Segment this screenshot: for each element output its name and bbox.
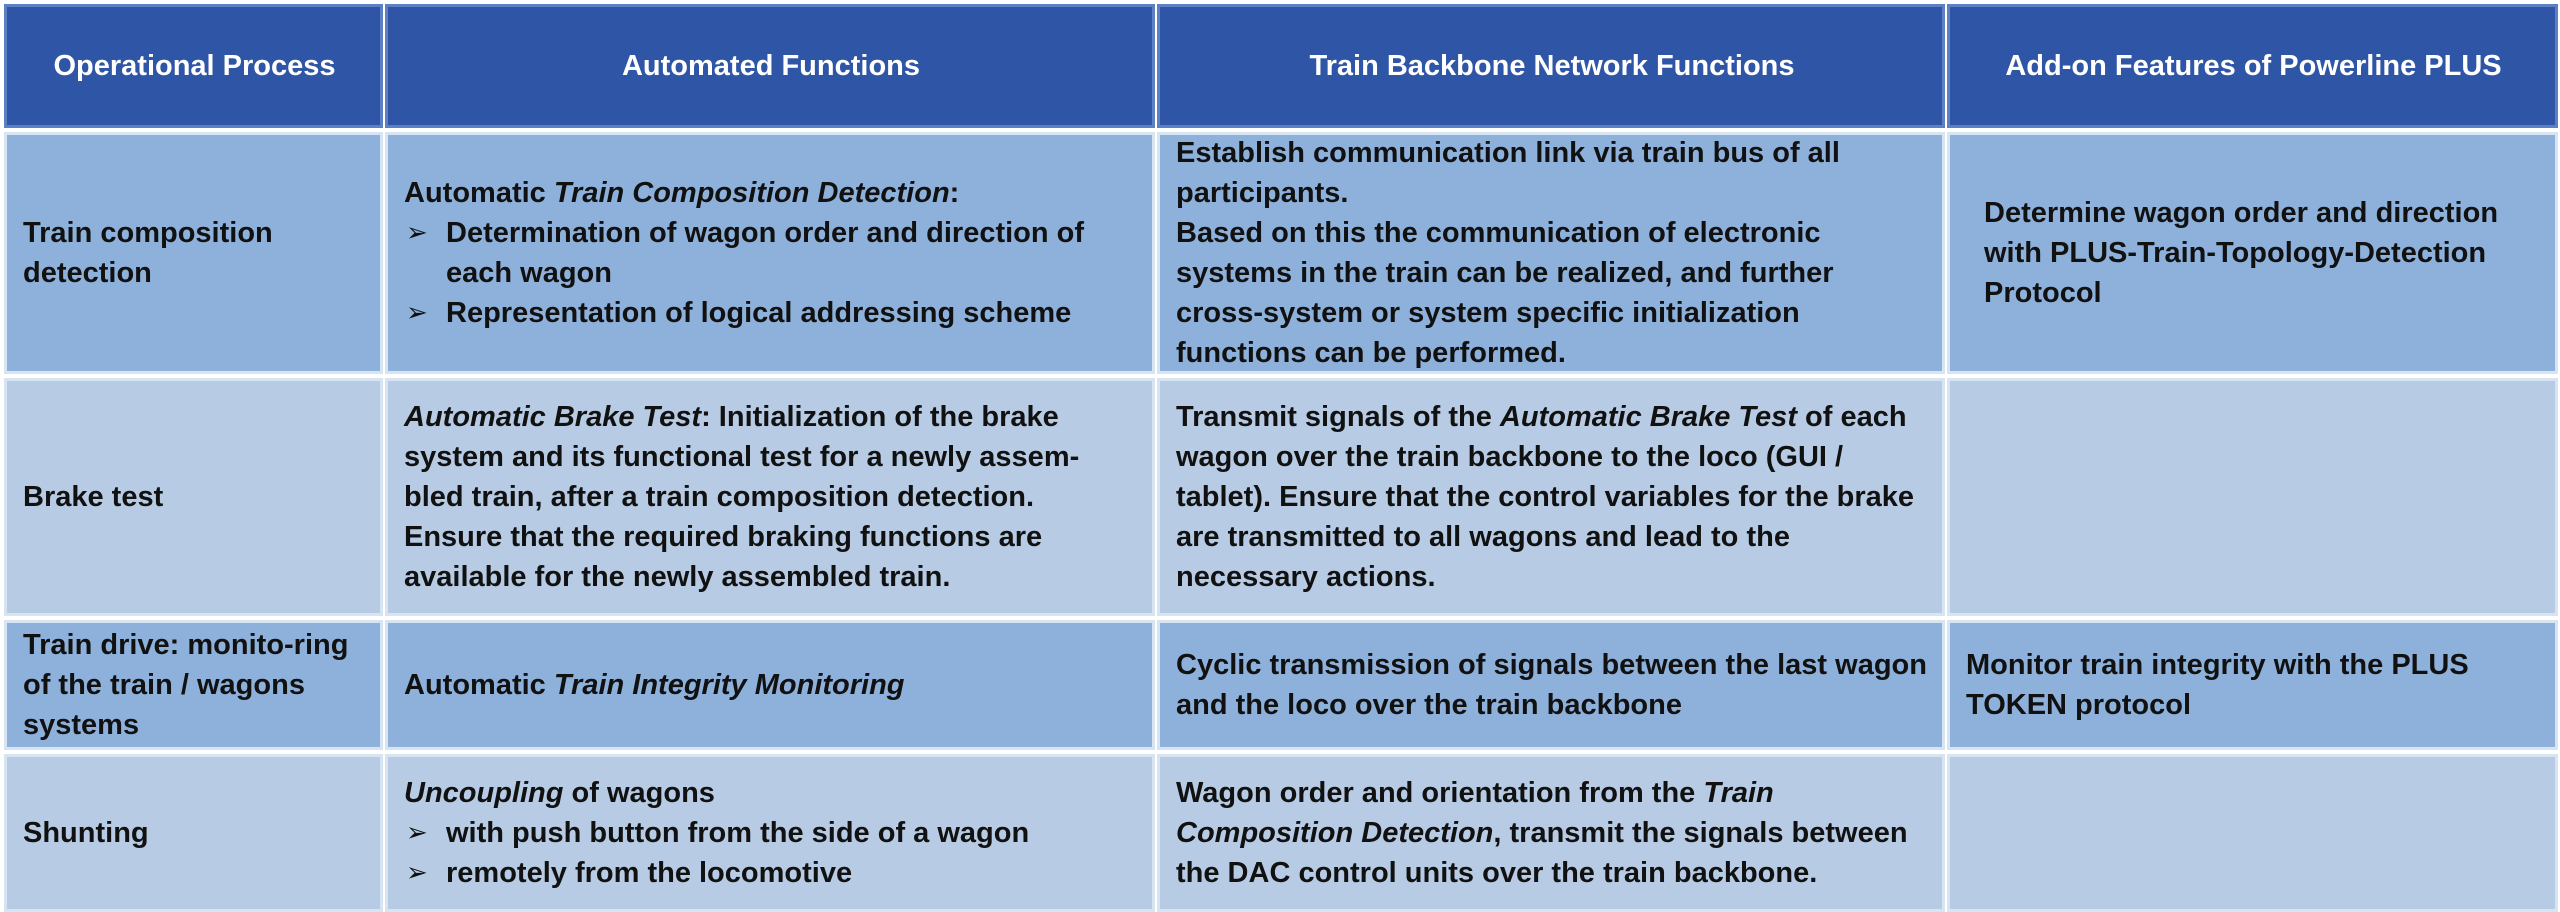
row2-process: Brake test xyxy=(4,378,383,616)
row3-plus: Monitor train integrity with the PLUS TO… xyxy=(1947,620,2558,750)
bullet-item: ➢Representation of logical addressing sc… xyxy=(404,293,1138,333)
row2-automated: Automatic Brake Test: Initialization of … xyxy=(385,378,1155,616)
row2-plus xyxy=(1947,378,2558,616)
row3-backbone: Cyclic transmission of signals between t… xyxy=(1157,620,1945,750)
row4-automated: Uncoupling of wagons ➢with push button f… xyxy=(385,754,1155,912)
arrow-bullet-icon: ➢ xyxy=(406,298,428,328)
arrow-bullet-icon: ➢ xyxy=(406,858,428,888)
row2-backbone: Transmit signals of the Automatic Brake … xyxy=(1157,378,1945,616)
row4-plus xyxy=(1947,754,2558,912)
row3-automated: Automatic Train Integrity Monitoring xyxy=(385,620,1155,750)
row1-plus: Determine wagon order and direction with… xyxy=(1947,132,2558,374)
arrow-bullet-icon: ➢ xyxy=(406,818,428,848)
row4-backbone: Wagon order and orientation from the Tra… xyxy=(1157,754,1945,912)
header-backbone-functions: Train Backbone Network Functions xyxy=(1157,4,1945,128)
header-plus-features: Add-on Features of Powerline PLUS xyxy=(1947,4,2558,128)
bullet-item: ➢remotely from the locomotive xyxy=(404,853,1138,893)
row4-process: Shunting xyxy=(4,754,383,912)
row3-process: Train drive: monito-ring of the train / … xyxy=(4,620,383,750)
row1-backbone: Establish communication link via train b… xyxy=(1157,132,1945,374)
row1-automated: Automatic Train Composition Detection: ➢… xyxy=(385,132,1155,374)
header-operational-process: Operational Process xyxy=(4,4,383,128)
header-automated-functions: Automated Functions xyxy=(385,4,1155,128)
row1-process: Train composition detection xyxy=(4,132,383,374)
bullet-item: ➢Determination of wagon order and direct… xyxy=(404,213,1138,293)
functions-table: Operational Process Automated Functions … xyxy=(4,4,2558,912)
arrow-bullet-icon: ➢ xyxy=(406,218,428,248)
bullet-item: ➢with push button from the side of a wag… xyxy=(404,813,1138,853)
